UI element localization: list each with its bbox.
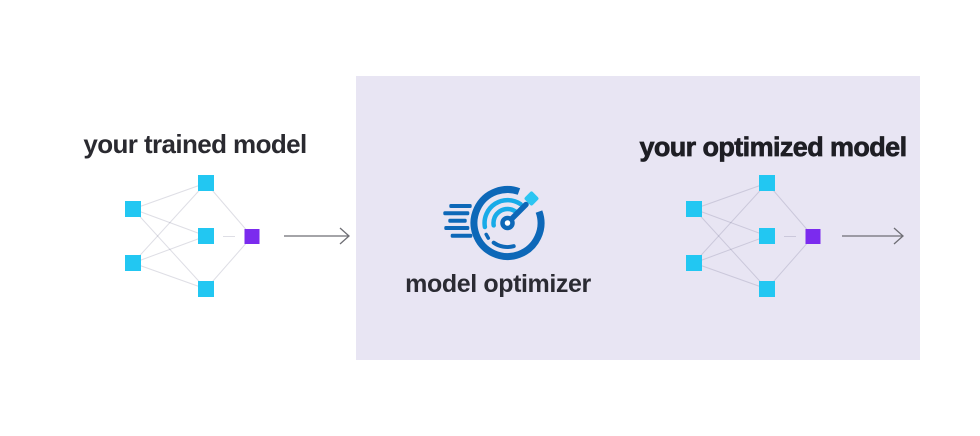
optimized-model-title: your optimized model [639,132,907,163]
gauge-arc-inner [491,206,518,228]
network-node-hidden [759,281,775,297]
network-node-output [244,229,260,244]
trained-model-network-diagram [125,175,260,297]
network-node-hidden [759,175,775,191]
speedometer-icon [443,186,545,260]
gauge-bottom-arc [491,240,516,250]
network-node-input [125,201,141,217]
model-optimizer-panel [356,76,920,360]
network-node-input [686,201,702,217]
gauge-needle-hub [500,215,515,231]
network-node-input [125,255,141,271]
network-node-hidden [198,228,214,244]
speed-lines [443,204,473,238]
gauge-diamond-marker [524,191,539,206]
trained-model-title: your trained model [83,129,307,159]
arrow-right-icon [284,227,350,245]
network-node-output [805,229,821,244]
model-optimizer-label: model optimizer [405,270,591,298]
network-connections [132,182,253,290]
network-connections [693,182,814,290]
gauge-arc-outer [482,197,523,230]
network-node-input [686,255,702,271]
optimized-model-network-diagram [686,175,821,297]
network-node-hidden [198,175,214,191]
network-node-hidden [759,228,775,244]
network-node-hidden [198,281,214,297]
arrow-right-icon [842,227,904,245]
gauge-bottom-dash [484,232,491,240]
